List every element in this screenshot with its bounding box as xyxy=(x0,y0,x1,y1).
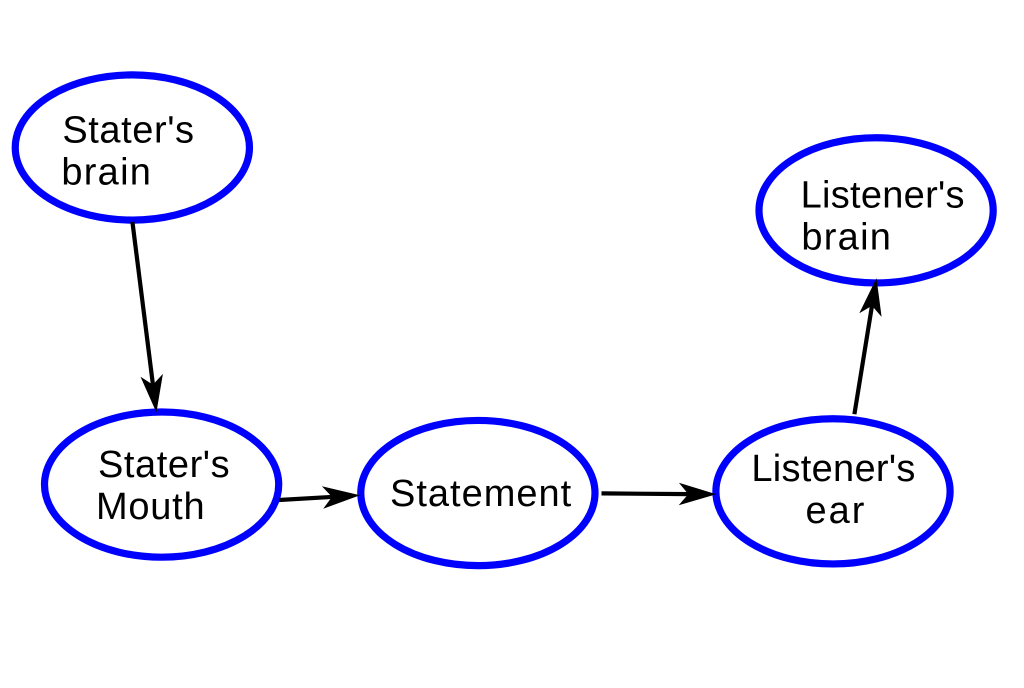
svg-text:Listener's: Listener's xyxy=(751,448,915,490)
svg-text:brain: brain xyxy=(61,152,152,194)
svg-text:Listener's: Listener's xyxy=(801,175,965,217)
svg-text:Stater's: Stater's xyxy=(98,444,230,486)
svg-text:ear: ear xyxy=(806,490,867,532)
svg-text:Statement: Statement xyxy=(390,473,572,515)
svg-text:Mouth: Mouth xyxy=(96,486,205,528)
svg-text:Stater's: Stater's xyxy=(62,110,194,152)
svg-text:brain: brain xyxy=(801,217,892,259)
